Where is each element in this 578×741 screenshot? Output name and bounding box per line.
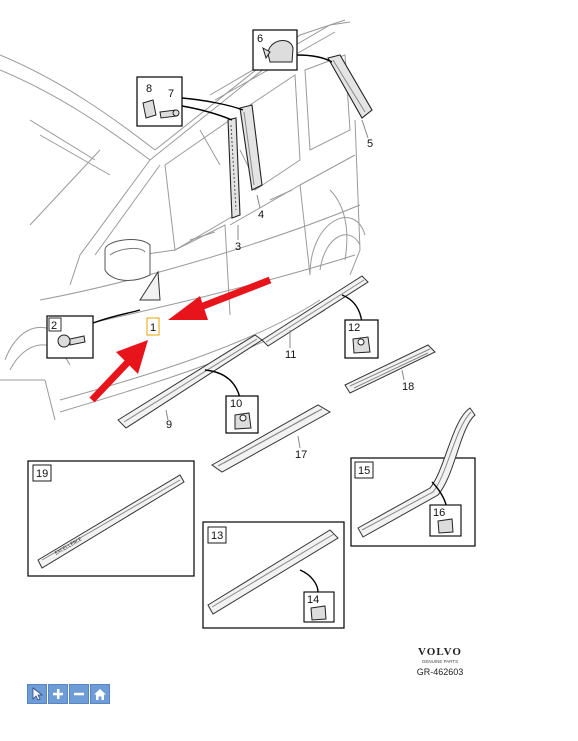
- home-button[interactable]: [90, 684, 110, 704]
- callout-box-2: 2: [46, 315, 94, 359]
- part-17-sill-strip: [211, 404, 332, 473]
- callout-12-label: 12: [348, 322, 360, 334]
- part-4-pillar-trim: [239, 104, 263, 191]
- leader-line-8b: [181, 105, 233, 121]
- red-arrow-lower: [89, 340, 148, 403]
- part-18-sill-strip: [344, 344, 436, 394]
- leader-line-10: [204, 369, 241, 399]
- callout-1-label: 1: [150, 322, 156, 334]
- callout-4-label: 4: [258, 209, 264, 221]
- leader-line-12: [341, 294, 363, 323]
- callout-2-label: 2: [51, 320, 57, 332]
- callout-19-label: 19: [36, 468, 48, 480]
- callout-box-10: 10: [225, 395, 259, 434]
- callout-6-label: 6: [257, 33, 263, 45]
- callout-box-6: 6: [252, 29, 298, 71]
- leader-line-8: [181, 97, 244, 111]
- callout-box-12: 12: [344, 319, 379, 359]
- volvo-logo-text: VOLVO: [418, 646, 462, 658]
- callout-14-label: 14: [307, 594, 319, 606]
- zoom-toolbar: [27, 684, 110, 704]
- part-5-rear-pillar-trim: [327, 54, 373, 119]
- pointer-button[interactable]: [27, 684, 47, 704]
- part-3-pillar-strip: [227, 117, 241, 219]
- zoom-out-icon: [74, 692, 84, 696]
- genuine-parts-text: GENUINE PARTS: [422, 659, 458, 664]
- leader-line-6: [296, 54, 333, 63]
- callout-5-label: 5: [367, 138, 373, 150]
- callout-8-label: 8: [146, 83, 152, 95]
- detail-box-13: 13 14: [202, 521, 345, 629]
- reference-code: GR-462603: [417, 667, 464, 677]
- callout-10-label: 10: [230, 398, 242, 410]
- part-1-highlight-box: [146, 317, 160, 336]
- callout-7-label: 7: [168, 88, 174, 100]
- red-arrow-upper: [168, 276, 272, 320]
- detail-box-15: 15 16: [350, 407, 476, 547]
- zoom-in-button[interactable]: [48, 684, 68, 704]
- pointer-icon: [32, 687, 43, 701]
- callout-18-label: 18: [402, 381, 414, 393]
- zoom-in-icon: [53, 689, 63, 699]
- callout-13-label: 13: [211, 530, 223, 542]
- detail-box-19: 19 EXCELLENCE: [27, 460, 195, 577]
- callout-15-label: 15: [358, 465, 370, 477]
- callout-9-label: 9: [166, 419, 172, 431]
- part-11-rear-moulding: [261, 275, 369, 347]
- callout-17-label: 17: [295, 449, 307, 461]
- leader-line-2: [92, 309, 141, 324]
- callout-16-label: 16: [433, 507, 445, 519]
- callout-3-label: 3: [235, 241, 241, 253]
- home-icon: [94, 688, 106, 700]
- callout-11-label: 11: [285, 349, 296, 361]
- part-1-mirror-cover: [139, 270, 161, 301]
- callout-box-8: 8 7: [136, 76, 183, 127]
- zoom-out-button[interactable]: [69, 684, 89, 704]
